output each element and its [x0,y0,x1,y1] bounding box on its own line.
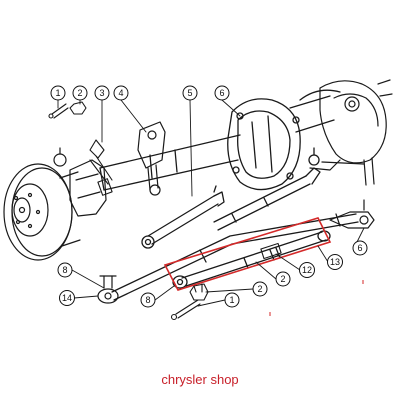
caption: chrysler shop [161,372,239,387]
cotter-pin [170,299,201,321]
callout-12: 12 [299,262,315,278]
svg-text:13: 13 [330,257,340,267]
callout-6-top: 6 [214,85,230,101]
callout-6-lower: 6 [352,240,368,256]
svg-text:6: 6 [357,243,362,253]
svg-text:4: 4 [118,88,123,98]
svg-text:1: 1 [229,295,234,305]
callout-5: 5 [182,85,198,101]
axle-bracket [137,121,166,196]
leader-lines [57,99,365,307]
track-bar [141,185,225,249]
highlight-box [163,217,332,291]
steering-knuckle-left [53,147,107,217]
callout-1-top: 1 [50,85,66,101]
svg-text:5: 5 [187,88,192,98]
svg-text:8: 8 [62,265,67,275]
callout-1-lower: 1 [224,292,240,308]
callout-8-left: 8 [57,262,73,278]
svg-text:1: 1 [55,88,60,98]
svg-text:2: 2 [280,274,285,284]
svg-text:2: 2 [77,88,82,98]
callout-2-lower: 2 [252,281,268,297]
cotter-pin-top [48,103,69,119]
axle-housing [99,134,241,191]
callout-2-top: 2 [72,85,88,101]
callout-3: 3 [94,85,110,101]
differential-housing [227,98,301,191]
tie-rod-long [111,213,359,301]
callout-4: 4 [113,85,129,101]
steering-knuckle-right [309,79,393,186]
tie-rod-lower [172,230,331,289]
callout-13: 13 [327,254,343,270]
bolt-group-left [89,139,113,196]
svg-text:6: 6 [219,88,224,98]
svg-text:8: 8 [145,295,150,305]
callout-2-mid: 2 [275,271,291,287]
svg-text:12: 12 [302,265,312,275]
callout-14: 14 [59,290,75,306]
brake-rotor [3,163,81,261]
adjuster-clamp [260,242,282,260]
castle-nut [189,283,209,301]
drag-link-upper [213,147,365,231]
axle-housing-right [289,89,341,133]
tie-rod-end-right [329,199,375,229]
svg-text:2: 2 [257,284,262,294]
svg-text:3: 3 [99,88,104,98]
detail-marks [269,280,364,316]
callout-8-center: 8 [140,292,156,308]
nut-top [69,101,87,115]
svg-text:14: 14 [62,293,72,303]
